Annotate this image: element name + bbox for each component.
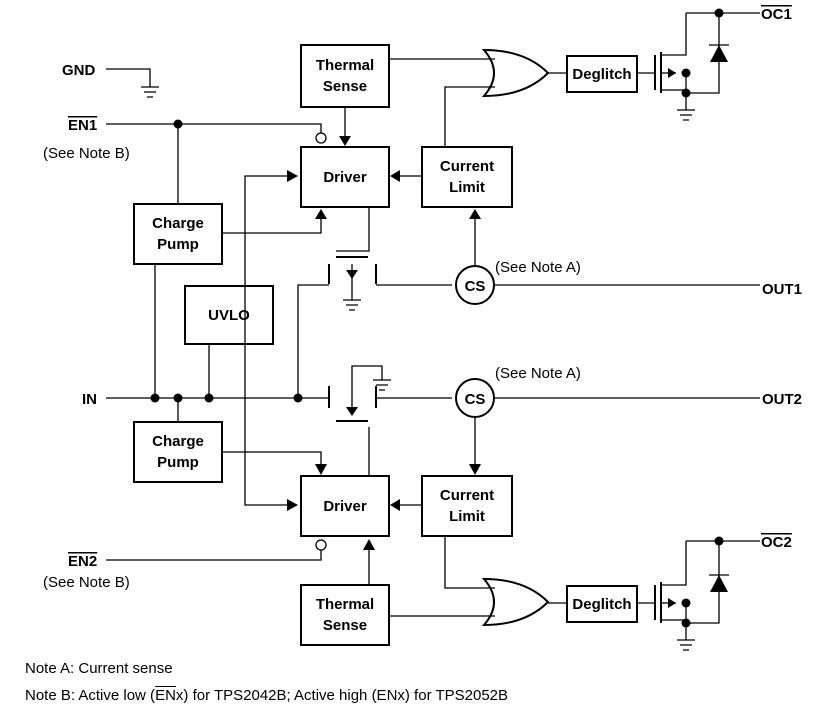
see-note-b-bottom: (See Note B): [43, 574, 130, 591]
arrow-cs-to-limit-top: [469, 209, 481, 219]
or-gate-bottom: [481, 577, 550, 627]
en1-inversion-bubble: [315, 132, 327, 144]
note-a: Note A: Current sense: [25, 660, 173, 677]
svg-text:Deglitch: Deglitch: [572, 66, 631, 83]
en2-inversion-bubble: [315, 539, 327, 551]
note-b-x: x: [175, 687, 184, 704]
en1-wire: [106, 119, 327, 204]
svg-text:Sense: Sense: [323, 78, 367, 95]
svg-text:Current: Current: [440, 487, 494, 504]
uvlo-block: UVLO: [184, 285, 274, 345]
pass-fet-bottom: [328, 365, 452, 475]
arrow-limit-to-driver-top: [390, 170, 400, 182]
note-b-overlined: EN: [155, 687, 176, 704]
ground-symbol: [141, 86, 159, 98]
svg-text:UVLO: UVLO: [208, 307, 250, 324]
charge-pump-top: Charge Pump: [133, 203, 223, 265]
oc1-clamp-diode: [710, 45, 728, 62]
svg-text:Thermal: Thermal: [316, 57, 374, 74]
pin-in: IN: [82, 391, 97, 408]
current-sense-top: CS: [455, 265, 495, 305]
svg-text:Current: Current: [440, 158, 494, 175]
pin-out1: OUT1: [762, 281, 802, 298]
current-limit-top: Current Limit: [421, 146, 513, 208]
arrow-limit-to-driver-bottom: [390, 499, 400, 511]
pin-en2: EN2: [68, 553, 97, 570]
svg-text:Limit: Limit: [449, 508, 485, 525]
svg-text:Limit: Limit: [449, 179, 485, 196]
or-gate-top: [481, 48, 550, 98]
note-b: Note B: Active low (ENx) for TPS2042B; A…: [25, 687, 508, 704]
see-note-a-bottom: (See Note A): [495, 365, 581, 382]
see-note-a-top: (See Note A): [495, 259, 581, 276]
svg-text:Driver: Driver: [323, 498, 367, 515]
oc2-clamp-diode: [710, 575, 728, 592]
current-limit-bottom: Current Limit: [421, 475, 513, 537]
driver-top: Driver: [300, 146, 390, 208]
see-note-b-top: (See Note B): [43, 145, 130, 162]
svg-text:Pump: Pump: [157, 236, 199, 253]
driver-bottom: Driver: [300, 475, 390, 537]
pin-en1: EN1: [68, 117, 97, 134]
note-b-prefix: Note B: Active low (: [25, 687, 156, 704]
oc1-output-fet: [654, 8, 760, 121]
en2-wire: [106, 539, 327, 561]
svg-text:Driver: Driver: [323, 169, 367, 186]
arrow-thermal-to-driver-bottom: [363, 539, 375, 550]
arrow-thermal-to-driver-top: [339, 136, 351, 146]
svg-text:Sense: Sense: [323, 617, 367, 634]
thermal-sense-top: Thermal Sense: [300, 44, 390, 108]
en1-text: EN1: [68, 117, 97, 134]
pin-oc2: OC2: [761, 534, 792, 551]
in-bus: [106, 393, 329, 422]
deglitch-bottom: Deglitch: [566, 585, 638, 623]
svg-text:Charge: Charge: [152, 215, 204, 232]
svg-text:Thermal: Thermal: [316, 596, 374, 613]
pin-out2: OUT2: [762, 391, 802, 408]
svg-text:CS: CS: [465, 391, 486, 408]
thermal-sense-bottom: Thermal Sense: [300, 584, 390, 646]
charge-pump-bottom: Charge Pump: [133, 421, 223, 483]
pin-oc1: OC1: [761, 6, 792, 23]
svg-text:Deglitch: Deglitch: [572, 596, 631, 613]
svg-text:Pump: Pump: [157, 454, 199, 471]
arrow-cs-to-limit-bottom: [469, 464, 481, 475]
arrow-uvlo-to-driver-top: [287, 170, 298, 182]
pass-fet-top: [297, 207, 452, 398]
arrow-pump-to-driver-top: [315, 209, 327, 219]
svg-text:Charge: Charge: [152, 433, 204, 450]
arrow-pump-to-driver-bottom: [315, 464, 327, 475]
svg-text:CS: CS: [465, 278, 486, 295]
gnd-wire: [106, 68, 151, 87]
arrow-uvlo-to-driver-bottom: [287, 499, 298, 511]
note-b-suffix: ) for TPS2042B; Active high (ENx) for TP…: [183, 687, 509, 704]
current-sense-bottom: CS: [455, 378, 495, 418]
pin-gnd: GND: [62, 62, 96, 79]
deglitch-top: Deglitch: [566, 55, 638, 93]
oc2-output-fet: [654, 536, 760, 651]
